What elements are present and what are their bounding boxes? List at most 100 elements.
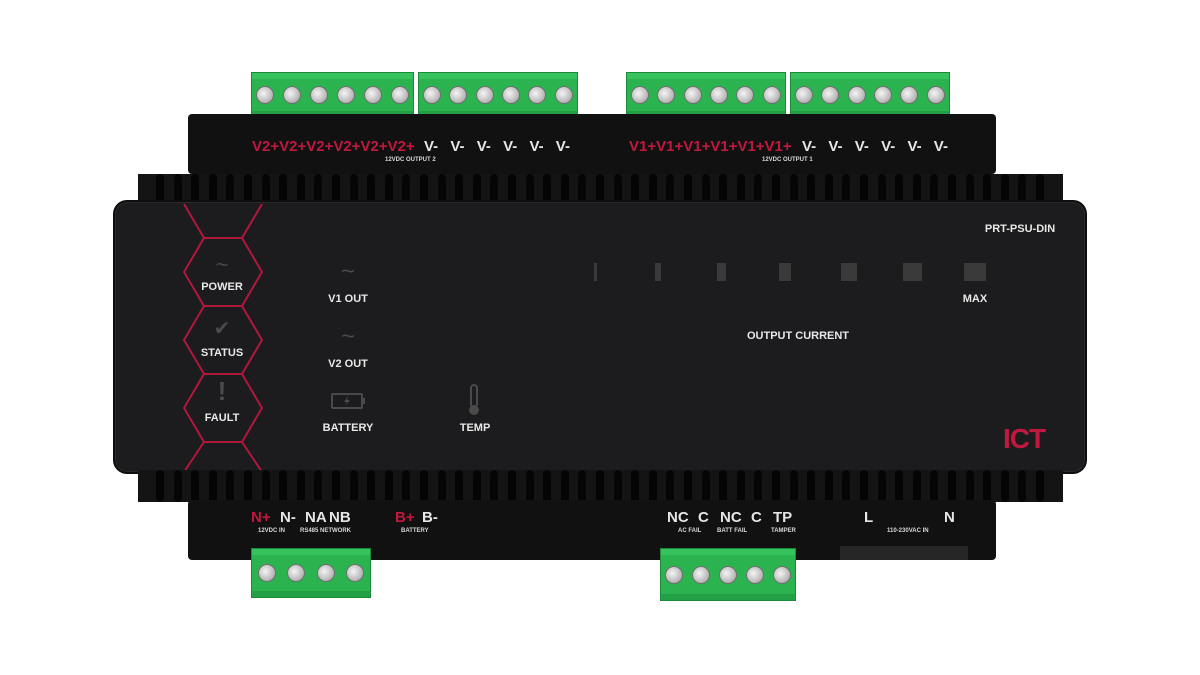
output-current-label: OUTPUT CURRENT [746,330,850,342]
vent-rib [455,470,464,502]
top-output1-positive-labels: V1+ V1+ V1+ V1+ V1+ V1+ [629,138,792,155]
terminal-label: V- [503,138,518,155]
output2-label: 12VDC OUTPUT 2 [385,157,436,163]
vent-rib [719,470,728,502]
top-label-strip [188,114,996,174]
vent-rib [754,470,763,502]
terminal-label: V1+ [683,138,711,155]
vent-rib [789,174,798,206]
terminal-label: V2+ [306,138,334,155]
vent-rib [666,174,675,206]
vent-rib [525,470,534,502]
terminal-label: V1+ [710,138,738,155]
vent-rib [631,470,640,502]
vent-rib [508,470,516,502]
vent-rib [261,174,270,206]
nb-label: NB [329,509,351,526]
vent-rib [279,174,288,206]
terminal-screw [346,564,365,582]
batt-fail-label: BATT FAIL [717,528,748,534]
vent-rib [807,174,816,206]
vent-rib [965,470,974,502]
thermometer-icon [469,384,479,415]
terminal-screw [665,565,684,584]
vent-rib [208,470,217,502]
vent-rib [173,470,182,502]
temp-label: TEMP [459,422,491,434]
terminal-block-power-network [251,548,371,598]
status-hexagons [182,204,264,472]
terminal-label: V- [555,138,570,155]
vent-rib [736,470,745,502]
front-panel [113,200,1087,474]
ac-fail-label: AC FAIL [678,528,702,534]
terminal-screw [847,86,866,104]
vent-rib [789,470,798,502]
terminal-block-v2-positive [251,72,414,118]
n-label: N [944,509,955,526]
vent-rib [560,174,569,206]
check-icon: ✔ [213,318,231,340]
v2-out-tilde-icon: ~ [340,323,355,350]
vent-rib [631,174,640,206]
vent-rib [842,174,851,206]
terminal-screw [475,86,494,104]
terminal-label: V- [854,138,869,155]
terminal-screw [256,86,275,104]
vent-rib [877,174,886,206]
vent-rib [1000,174,1009,206]
model-label: PRT-PSU-DIN [984,223,1056,235]
terminal-screw [631,86,650,104]
vent-rib [472,470,481,502]
terminal-screw [821,86,840,104]
terminal-label: V2+ [333,138,361,155]
vent-rib [596,470,604,502]
terminal-screw [363,86,382,104]
current-bar-5 [841,263,857,281]
terminal-label: V- [424,138,439,155]
terminal-block-v1-negative [790,72,950,118]
terminal-screw [692,565,711,584]
vent-rib [279,470,288,502]
top-output2-negative-labels: V- V- V- V- V- V- [424,138,570,155]
terminal-label: V- [881,138,896,155]
vent-rib [208,174,217,206]
vent-rib [490,470,499,502]
ict-logo: ICT [1003,423,1046,454]
top-output2-positive-labels: V2+ V2+ V2+ V2+ V2+ V2+ [252,138,415,155]
vent-rib [332,174,340,206]
terminal-screw [657,86,676,104]
bottom-rail-dark [840,546,968,560]
terminal-screw [874,86,893,104]
tamper-label: TAMPER [771,528,796,534]
terminal-label: V- [450,138,465,155]
vent-rib [156,174,164,206]
vent-rib [191,470,200,502]
terminal-label: V- [933,138,948,155]
vent-rib [613,174,622,206]
vent-rib [807,470,816,502]
v2-out-label: V2 OUT [328,358,368,370]
terminal-screw [336,86,355,104]
exclamation-icon: ! [217,376,227,406]
current-bar-7 [964,263,986,281]
vent-rib [226,174,235,206]
c2-label: C [751,509,762,526]
vent-rib [860,174,868,206]
vent-rib [525,174,534,206]
vent-rib [314,174,323,206]
vent-rib [244,174,252,206]
vent-rib [420,470,428,502]
vent-rib [895,174,904,206]
vent-rib [948,174,956,206]
battery-terminal-label: BATTERY [401,528,429,534]
rs485-label: RS485 NETWORK [300,528,352,534]
terminal-screw [762,86,781,104]
terminal-screw [528,86,547,104]
na-label: NA [305,509,327,526]
vent-rib [296,174,305,206]
b-minus-label: B- [422,509,438,526]
vent-rib [596,174,604,206]
fault-label: FAULT [204,412,240,424]
terminal-label: V1+ [656,138,684,155]
